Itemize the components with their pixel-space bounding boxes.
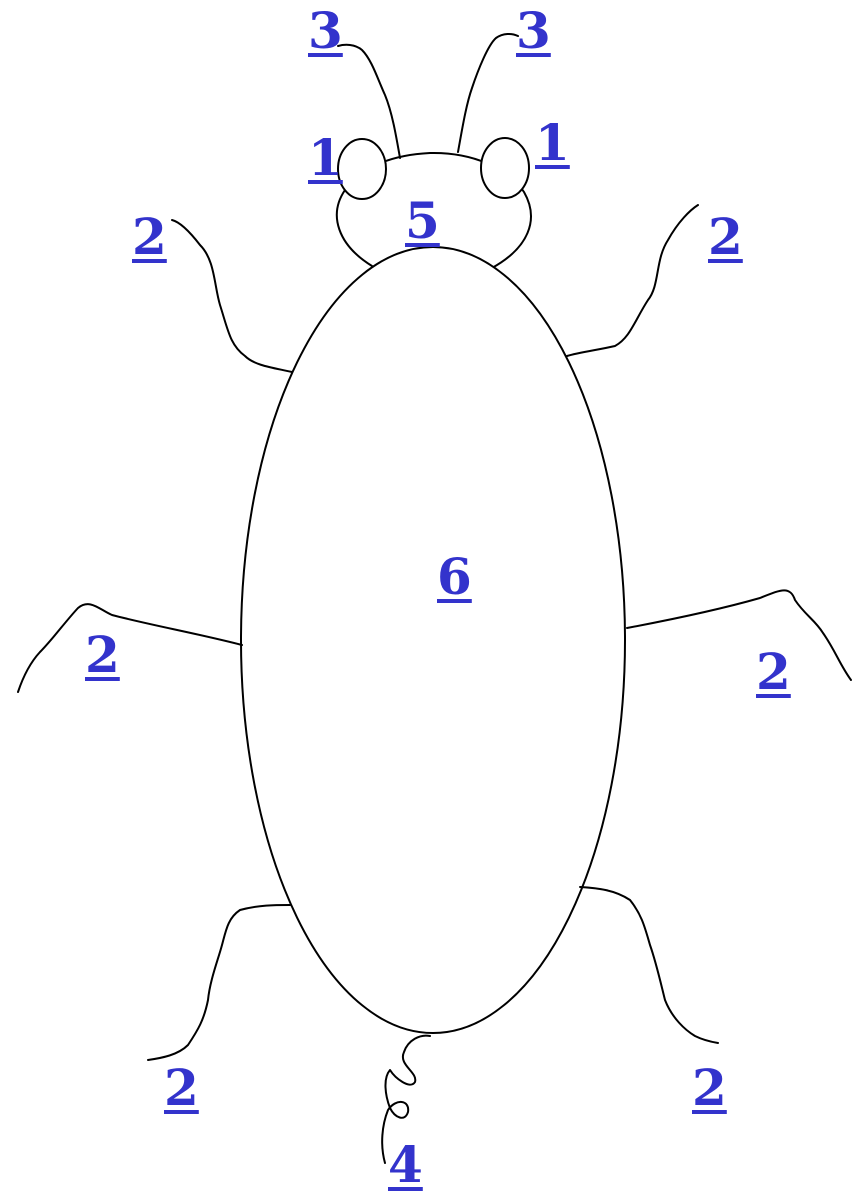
eye-right[interactable] xyxy=(481,138,529,198)
leg-front-left[interactable] xyxy=(172,220,292,372)
label-eye-right[interactable]: 1 xyxy=(535,118,570,168)
label-leg-front-left[interactable]: 2 xyxy=(132,212,167,262)
label-head[interactable]: 5 xyxy=(405,196,440,246)
label-antenna-right[interactable]: 3 xyxy=(516,6,551,56)
label-antenna-left[interactable]: 3 xyxy=(308,6,343,56)
leg-back-right[interactable] xyxy=(580,887,718,1043)
label-leg-front-right[interactable]: 2 xyxy=(708,212,743,262)
label-leg-mid-right[interactable]: 2 xyxy=(756,647,791,697)
label-leg-mid-left[interactable]: 2 xyxy=(85,630,120,680)
label-eye-left[interactable]: 1 xyxy=(308,133,343,183)
antenna-right[interactable] xyxy=(458,34,518,152)
label-tail[interactable]: 4 xyxy=(388,1140,423,1190)
label-leg-back-left[interactable]: 2 xyxy=(164,1063,199,1113)
leg-back-left[interactable] xyxy=(148,905,290,1060)
leg-mid-right[interactable] xyxy=(627,590,851,680)
label-leg-back-right[interactable]: 2 xyxy=(692,1063,727,1113)
body[interactable] xyxy=(241,247,625,1033)
leg-mid-left[interactable] xyxy=(18,604,242,692)
eye-left[interactable] xyxy=(338,139,386,199)
leg-front-right[interactable] xyxy=(567,205,698,356)
label-body[interactable]: 6 xyxy=(437,552,472,602)
